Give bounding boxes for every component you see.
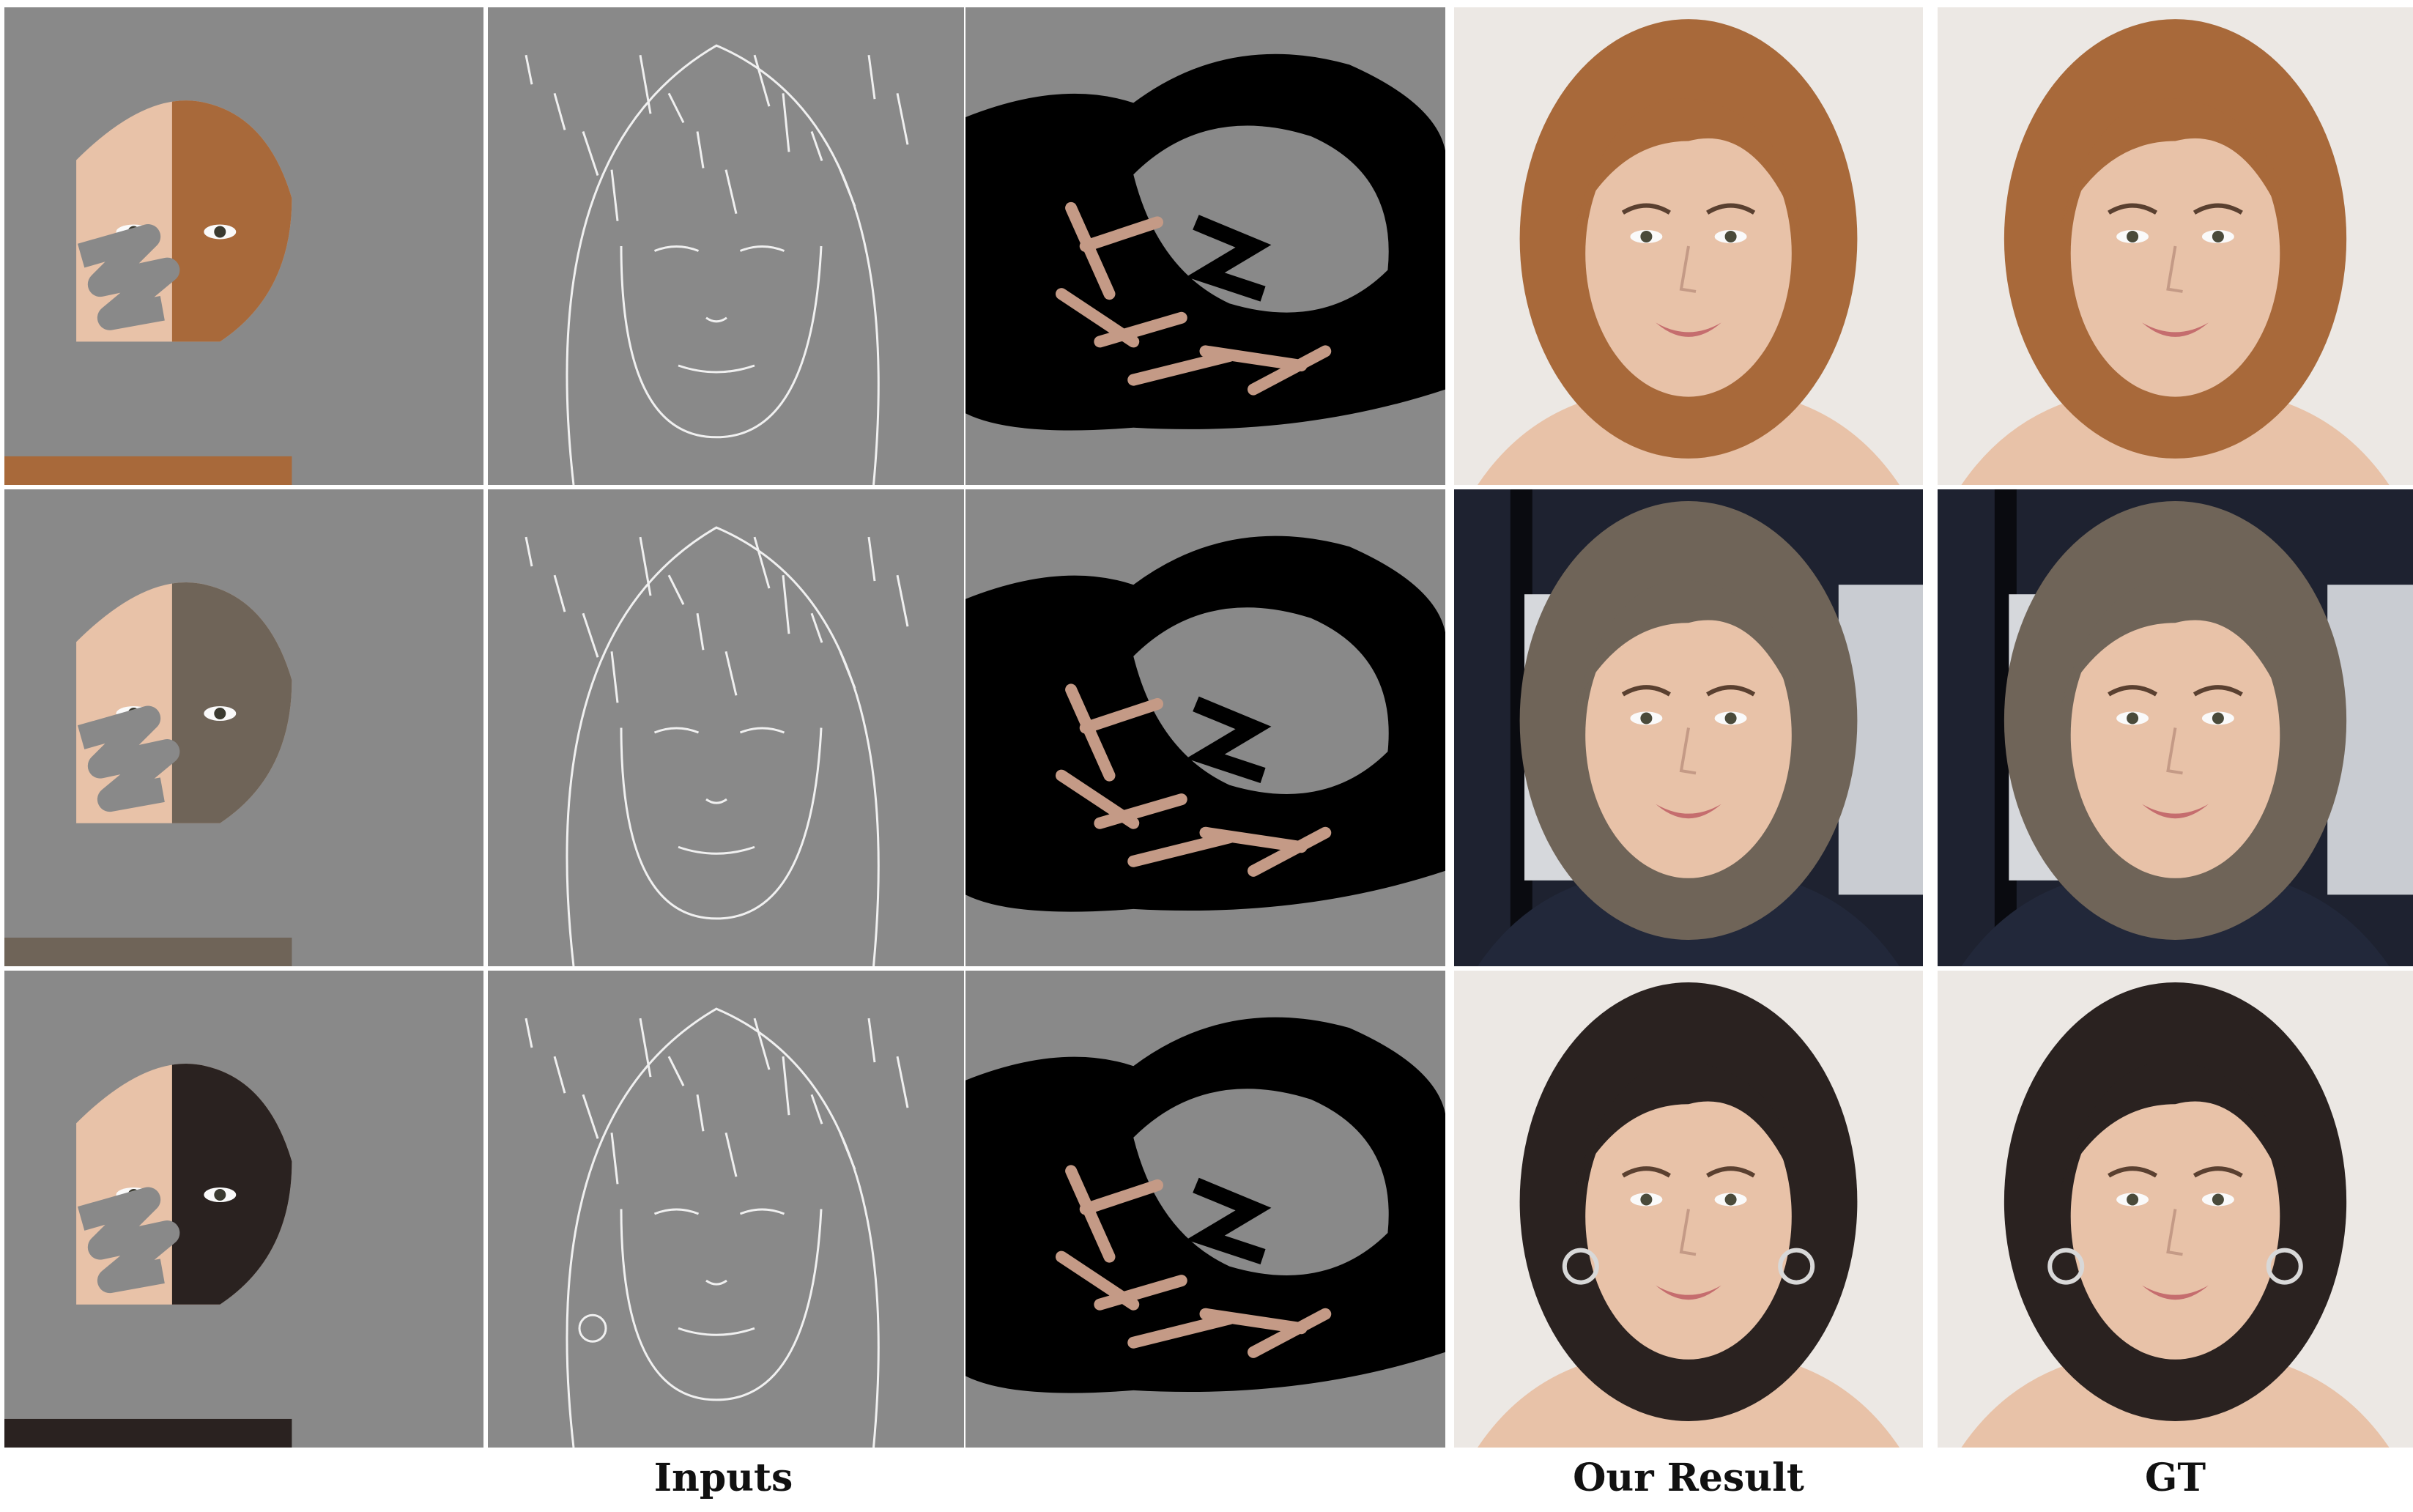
row3-color-segmentation-input	[965, 971, 1445, 1448]
row1-ground-truth-image	[1938, 7, 2413, 485]
row3-our-result-image	[1454, 971, 1923, 1448]
row2-masked-input	[4, 489, 483, 966]
row2-sketch-input	[488, 489, 964, 966]
row3-masked-input	[4, 971, 483, 1448]
row3-sketch-input	[488, 971, 964, 1448]
row1-sketch-input	[488, 7, 964, 485]
row1-masked-input	[4, 7, 483, 485]
row1-color-segmentation-input	[965, 7, 1445, 485]
caption-our-result: Our Result	[1573, 1456, 1804, 1500]
caption-inputs: Inputs	[653, 1456, 793, 1500]
row1-our-result-image	[1454, 7, 1923, 485]
caption-gt: GT	[2144, 1456, 2206, 1500]
row2-ground-truth-image	[1938, 489, 2413, 966]
row2-our-result-image	[1454, 489, 1923, 966]
row2-color-segmentation-input	[965, 489, 1445, 966]
row3-ground-truth-image	[1938, 971, 2413, 1448]
